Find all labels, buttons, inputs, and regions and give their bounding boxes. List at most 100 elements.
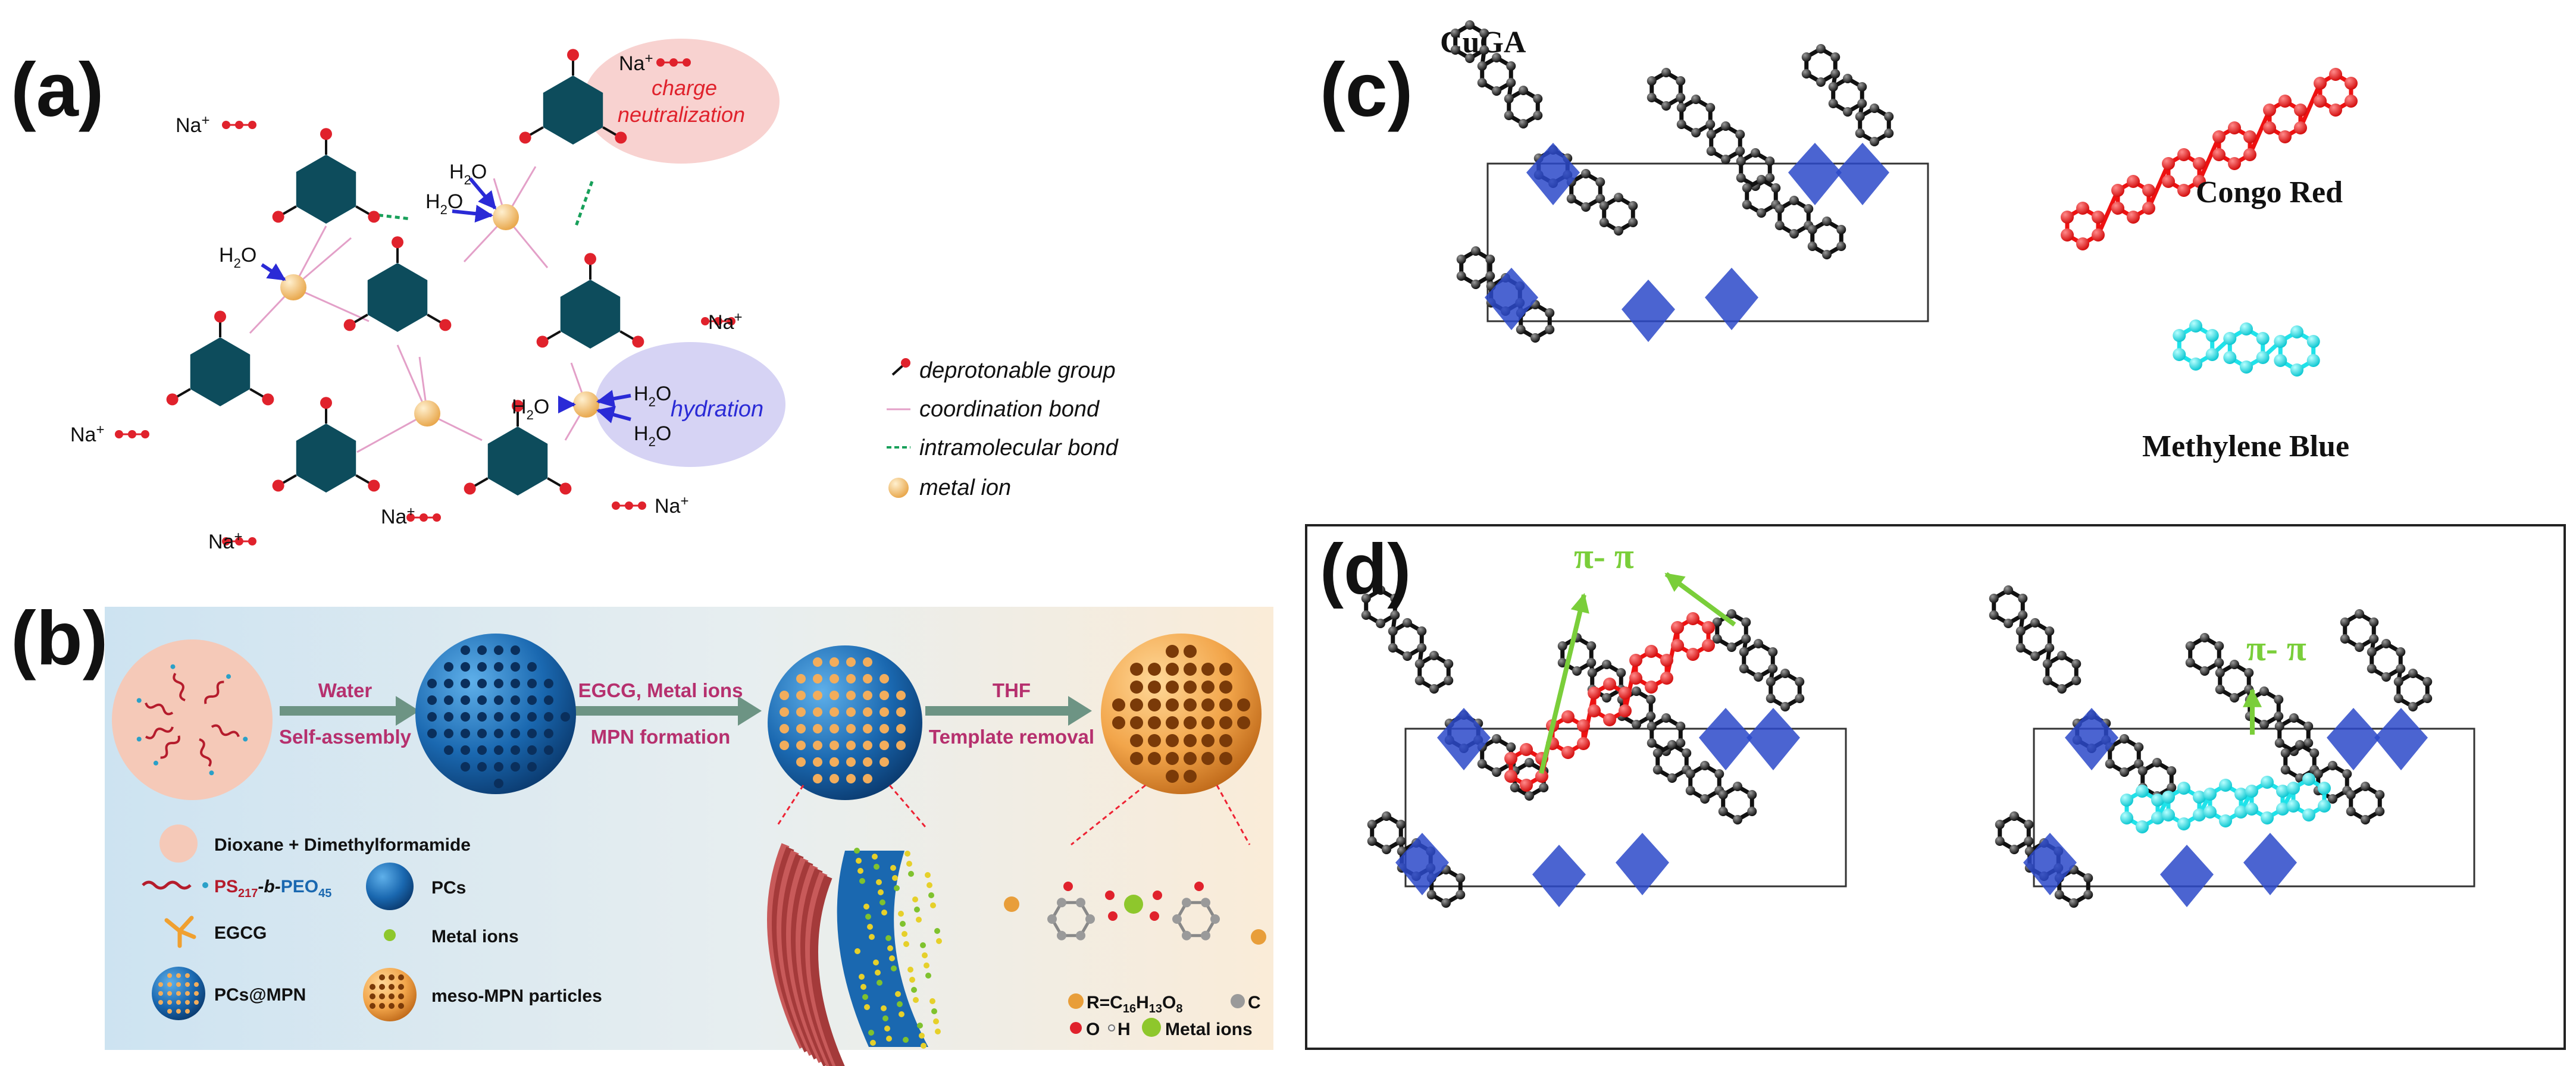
hydration-bubble (595, 342, 785, 467)
atom (1426, 890, 1436, 899)
atom (2030, 651, 2040, 661)
atom (1855, 128, 1865, 138)
atom (2408, 669, 2418, 678)
coordination-bond (356, 412, 428, 453)
atom (2212, 148, 2226, 161)
atom (2162, 157, 2176, 170)
neutralization-label: neutralization (618, 102, 745, 127)
carbon-atom (1201, 898, 1210, 908)
atom (1828, 99, 1838, 108)
surface-pore (527, 729, 537, 738)
egcg-particle (919, 1033, 925, 1039)
sodium-ion-label: Na+ (176, 112, 209, 137)
egcg-particle (936, 938, 942, 944)
atom (2355, 609, 2364, 619)
surface-pore (176, 1009, 181, 1014)
atom (1477, 61, 1487, 71)
panel-a-legend: deprotonable group coordination bond int… (887, 358, 1119, 500)
surface-pore (896, 707, 906, 717)
atom (2200, 633, 2209, 642)
atom (1441, 898, 1451, 908)
panel-b-background (105, 607, 1273, 1050)
atom (1807, 242, 1817, 251)
atom (1632, 720, 1641, 729)
atom (2018, 610, 2028, 620)
surface-pore (427, 729, 437, 738)
atom (2134, 742, 2144, 752)
metal-ion (493, 204, 519, 230)
atom (1614, 193, 1623, 202)
copper-polyhedron (2327, 708, 2380, 770)
surface-pore (863, 707, 872, 717)
atom (1539, 783, 1549, 792)
atom (2306, 354, 2320, 367)
water-arrow (452, 205, 493, 223)
atom (2295, 773, 2305, 783)
atom (2083, 890, 2093, 899)
atom (2274, 695, 2284, 704)
atom (1685, 786, 1695, 795)
atom (2234, 805, 2248, 819)
atom (2071, 676, 2082, 685)
surface-pore (461, 712, 470, 722)
atom (2167, 783, 2177, 792)
atom (1561, 710, 1575, 723)
egcg-particle (863, 904, 869, 910)
surface-pore (379, 984, 385, 990)
atom (2361, 815, 2370, 824)
egcg-particle (887, 945, 893, 951)
surface-pore (167, 982, 172, 987)
atom (1676, 103, 1686, 112)
atom (2177, 817, 2190, 830)
surface-pore (796, 757, 806, 767)
surface-pore (1184, 698, 1197, 711)
surface-pore (389, 984, 395, 990)
key-oxygen: O (1086, 1020, 1100, 1039)
surface-pore (398, 984, 404, 990)
atom (1721, 121, 1730, 131)
atom (2340, 617, 2350, 627)
atom (1376, 585, 1385, 595)
legend-dioxane: Dioxane + Dimethylformamide (214, 835, 471, 855)
atom (1504, 111, 1514, 120)
carbon-atom (1172, 914, 1182, 924)
polymer-layer (810, 875, 845, 1066)
atom (1429, 684, 1439, 694)
surface-pore (398, 1003, 404, 1009)
atom (1595, 194, 1605, 203)
egcg-particle (894, 885, 900, 891)
surface-pore (1219, 681, 1232, 694)
charge-bubble (583, 39, 780, 164)
egcg-particle (868, 1030, 874, 1036)
water-arrow (596, 406, 631, 424)
surface-pore (846, 707, 856, 717)
copper-polyhedron (1526, 143, 1580, 205)
oxygen-atom (272, 479, 284, 492)
atom (1741, 634, 1751, 644)
surface-pore (1166, 752, 1179, 765)
copolymer-chain (211, 724, 240, 738)
egcg-particle (927, 882, 932, 888)
surface-pore (477, 762, 487, 772)
atom (2302, 808, 2315, 822)
atom (2120, 811, 2134, 824)
atom (1525, 758, 1534, 767)
surface-pore (1201, 698, 1215, 711)
surface-pore (830, 757, 839, 767)
surface-pore (444, 729, 453, 738)
atom (1718, 790, 1728, 800)
atom (2024, 836, 2034, 846)
atom (2259, 720, 2269, 729)
atom-bond (2096, 189, 2120, 236)
surface-pore (494, 762, 503, 772)
atom (1828, 82, 1838, 92)
legend-metal-ion: metal ion (919, 475, 1011, 500)
atom (1736, 156, 1746, 166)
sodium-ion-label: Na+ (381, 504, 415, 528)
surface-pore (863, 774, 872, 783)
carbon-atom (1201, 930, 1210, 940)
atom (2219, 779, 2232, 792)
atom (1870, 104, 1879, 113)
egcg-particle (929, 998, 935, 1004)
surface-pore (527, 662, 537, 672)
